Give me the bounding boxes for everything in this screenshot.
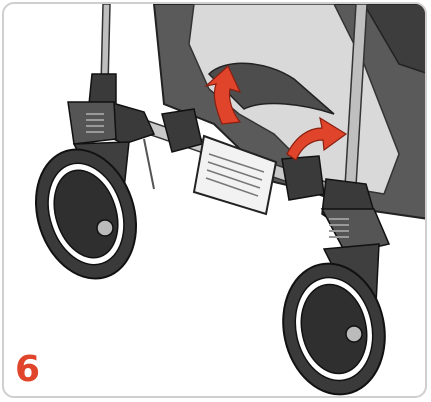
instruction-panel: 6 — [2, 2, 427, 398]
stroller-illustration — [4, 4, 427, 398]
step-number: 6 — [15, 350, 40, 390]
